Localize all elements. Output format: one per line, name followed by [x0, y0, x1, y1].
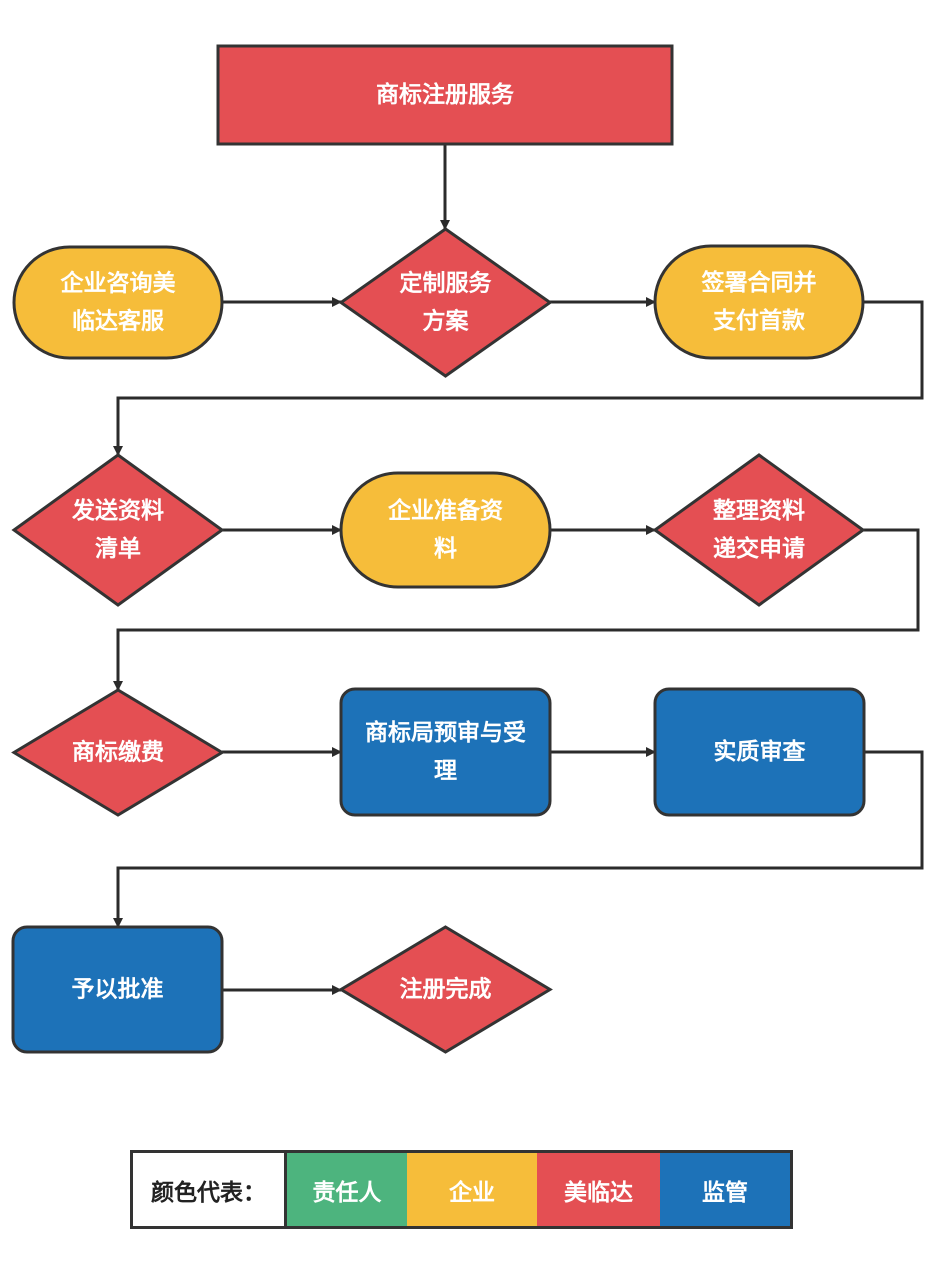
flow-node-n11: 注册完成	[338, 925, 553, 1054]
node-label: 企业咨询美	[60, 270, 176, 297]
legend-item-meilinda: 美临达	[537, 1153, 660, 1226]
connector-n6-n7	[113, 528, 920, 691]
node-label: 定制服务	[400, 270, 493, 297]
flow-node-n9: 实质审查	[653, 687, 866, 817]
node-label: 实质审查	[714, 738, 806, 765]
node-label: 予以批准	[72, 977, 164, 1003]
node-label: 企业准备资	[387, 497, 503, 524]
flow-node-n10: 予以批准	[11, 925, 224, 1054]
decision-diamond	[652, 453, 866, 607]
process-box	[653, 687, 866, 817]
process-box	[339, 687, 552, 817]
flow-nodes: 商标注册服务企业咨询美临达客服定制服务方案签署合同并支付首款发送资料清单企业准备…	[11, 44, 866, 1054]
node-label: 料	[434, 536, 457, 562]
title-box	[216, 44, 674, 146]
decision-diamond	[11, 453, 225, 607]
node-label: 支付首款	[712, 307, 806, 334]
node-label: 临达客服	[72, 308, 165, 335]
connector-n9-n10	[113, 750, 924, 928]
terminal-stadium	[653, 244, 865, 360]
node-label: 发送资料	[71, 497, 164, 524]
process-box	[11, 925, 224, 1054]
terminal-stadium	[12, 245, 224, 360]
terminal-stadium	[339, 471, 552, 589]
node-label: 递交申请	[713, 535, 805, 562]
legend-title: 颜色代表：	[133, 1153, 287, 1226]
flow-node-n0: 商标注册服务	[216, 44, 674, 146]
decision-diamond	[338, 925, 553, 1054]
decision-diamond	[338, 227, 553, 378]
node-label: 签署合同并	[701, 269, 817, 296]
node-label: 清单	[95, 536, 141, 562]
flow-node-n7: 商标缴费	[11, 688, 225, 817]
legend-item-enterprise: 企业	[407, 1153, 537, 1226]
node-label: 商标局预审与受	[365, 719, 526, 746]
connector-n3-n4	[113, 300, 924, 456]
node-label: 理	[434, 758, 457, 784]
node-label: 方案	[423, 308, 470, 335]
node-label: 整理资料	[713, 497, 805, 524]
node-label: 商标注册服务	[376, 81, 515, 108]
legend-item-regulator: 监管	[660, 1153, 790, 1226]
color-legend: 颜色代表： 责任人 企业 美临达 监管	[130, 1150, 793, 1229]
node-label: 注册完成	[400, 976, 492, 1003]
decision-diamond	[11, 688, 225, 817]
legend-item-responsible: 责任人	[287, 1153, 407, 1226]
connectors	[113, 144, 924, 995]
node-label: 商标缴费	[72, 739, 164, 766]
